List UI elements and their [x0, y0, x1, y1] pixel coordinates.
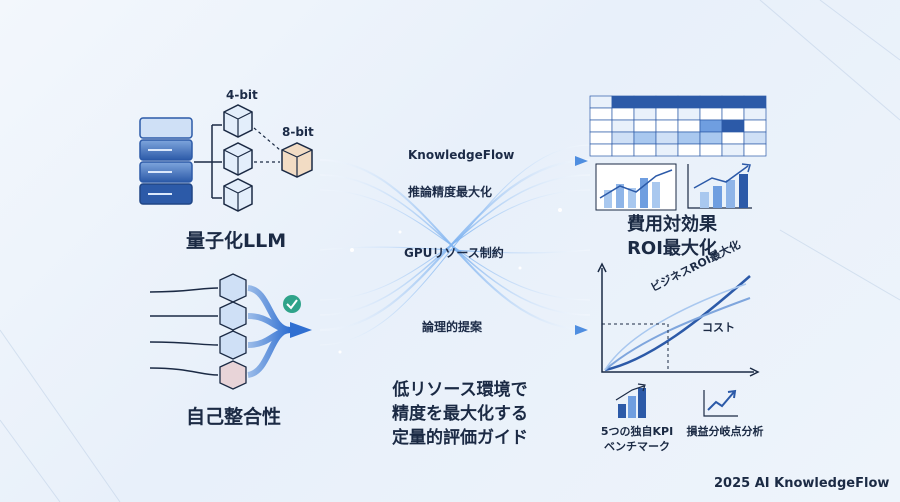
- bit-4-label: 4-bit: [226, 88, 258, 102]
- flow-label-gpu-constraint: GPUリソース制約: [404, 246, 504, 260]
- grid-cell: [699, 131, 723, 145]
- cube-8bit-icon: [253, 127, 313, 178]
- kpi-bar-icon: [615, 383, 646, 418]
- grid-cell: [655, 131, 679, 145]
- breakeven-label: 損益分岐点分析: [686, 425, 764, 438]
- grid-cell: [743, 107, 767, 121]
- guide-line-3: 定量的評価ガイド: [392, 428, 528, 448]
- grid-cell: [611, 95, 635, 109]
- grid-cell: [611, 107, 635, 121]
- grid-cell: [589, 119, 613, 133]
- footer-credit: 2025 AI KnowledgeFlow: [714, 476, 890, 491]
- flow-arrowhead-bottom: [575, 325, 588, 335]
- flow-label-inference-accuracy: 推論精度最大化: [408, 185, 493, 199]
- grid-cell: [699, 143, 723, 157]
- self-consistency-arrows-icon: [149, 285, 312, 378]
- flow-label-knowledgeflow: KnowledgeFlow: [408, 148, 515, 162]
- grid-cell: [721, 143, 745, 157]
- grid-cell: [589, 95, 613, 109]
- grid-cell: [677, 143, 701, 157]
- grid-cell: [633, 107, 657, 121]
- grid-cell: [589, 143, 613, 157]
- data-grid-table: [589, 95, 767, 157]
- cube-consistency-4-icon: [219, 360, 247, 390]
- grid-cell: [611, 119, 635, 133]
- mini-chart-right-icon: [687, 163, 752, 209]
- grid-cell: [655, 107, 679, 121]
- cube-consistency-1-icon: [219, 273, 247, 303]
- guide-line-2: 精度を最大化する: [392, 404, 528, 424]
- roi-curve-chart: [597, 262, 760, 377]
- grid-cell: [743, 119, 767, 133]
- grid-cell: [721, 131, 745, 145]
- cube-4bit-icon: [223, 104, 253, 138]
- kpi-benchmark-label: 5つの独自KPI ベンチマーク: [592, 424, 682, 454]
- grid-cell: [633, 143, 657, 157]
- roi-title: 費用対効果 ROI最大化: [612, 213, 732, 261]
- grid-cell: [721, 119, 745, 133]
- grid-cell: [677, 107, 701, 121]
- grid-cell: [611, 131, 635, 145]
- grid-cell: [677, 131, 701, 145]
- grid-cell: [589, 107, 613, 121]
- flow-label-logical-proposal: 論理的提案: [422, 320, 483, 334]
- grid-cell: [633, 131, 657, 145]
- grid-cell: [655, 119, 679, 133]
- grid-cell: [589, 131, 613, 145]
- flow-streams: [319, 144, 591, 346]
- grid-cell: [677, 95, 701, 109]
- grid-cell: [699, 107, 723, 121]
- roi-title-line-1: 費用対効果: [627, 214, 717, 235]
- kpi-line-2: ベンチマーク: [604, 440, 670, 453]
- cube-low-icon: [223, 178, 253, 212]
- flow-arrowhead-top: [575, 156, 588, 166]
- mini-chart-left-icon: [595, 163, 677, 211]
- self-consistency-title: 自己整合性: [186, 406, 282, 428]
- grid-cell: [699, 119, 723, 133]
- server-stack-icon: [139, 117, 193, 205]
- guide-text: 低リソース環境で 精度を最大化する 定量的評価ガイド: [360, 378, 560, 450]
- grid-cell: [743, 143, 767, 157]
- cube-consistency-2-icon: [219, 301, 247, 331]
- grid-cell: [721, 107, 745, 121]
- grid-cell: [655, 95, 679, 109]
- grid-cell: [655, 143, 679, 157]
- grid-cell: [611, 143, 635, 157]
- cube-consistency-3-icon: [219, 330, 247, 360]
- roi-title-line-2: ROI最大化: [627, 238, 717, 259]
- grid-cell: [699, 95, 723, 109]
- grid-cell: [633, 95, 657, 109]
- grid-cell: [721, 95, 745, 109]
- kpi-line-1: 5つの独自KPI: [600, 425, 674, 438]
- guide-line-1: 低リソース環境で: [392, 380, 528, 400]
- quantization-branches: [194, 124, 222, 199]
- cube-mid-icon: [223, 142, 253, 176]
- grid-cell: [677, 119, 701, 133]
- quantized-llm-title: 量子化LLM: [186, 230, 287, 252]
- sparkle-decor: [338, 208, 562, 354]
- cost-label: コスト: [702, 321, 735, 334]
- grid-cell: [743, 95, 767, 109]
- bit-8-label: 8-bit: [282, 125, 314, 139]
- grid-cell: [743, 131, 767, 145]
- grid-cell: [633, 119, 657, 133]
- check-badge-icon: [283, 295, 301, 313]
- breakeven-trend-icon: [703, 389, 738, 417]
